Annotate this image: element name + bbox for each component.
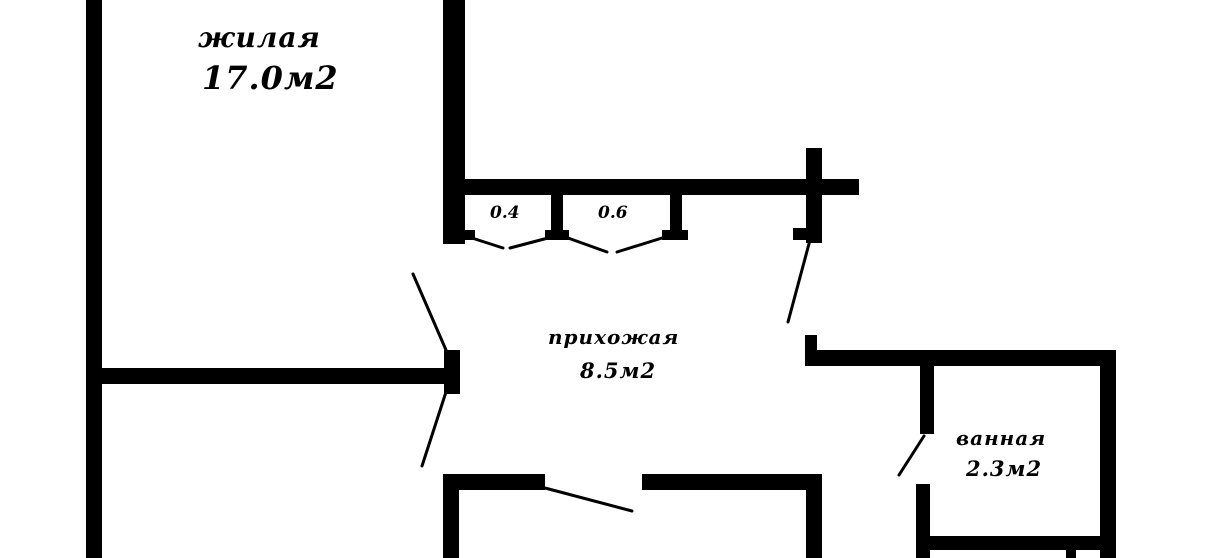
door-closet-1a: [470, 236, 505, 250]
wall-post-right: [806, 148, 822, 243]
door-right-post: [786, 238, 812, 324]
wall-bath-bottom: [916, 536, 1116, 550]
wall-living-bottom: [86, 368, 450, 384]
closet-divider-2: [670, 195, 682, 240]
closet-divider-2-foot: [662, 230, 688, 240]
closet-divider: [551, 195, 563, 240]
bathroom-name: ванная: [956, 426, 1047, 450]
wall-bath-right: [1100, 350, 1116, 558]
wall-left-outer: [86, 0, 102, 558]
closet-1-area: 0.4: [490, 203, 520, 223]
hallway-area: 8.5м2: [580, 358, 657, 383]
door-closet-1b: [508, 236, 550, 250]
door-closet-2a: [566, 236, 609, 254]
wall-bottom-left-side: [443, 474, 459, 558]
wall-closets-top: [443, 179, 859, 195]
door-closet-2b: [615, 236, 664, 254]
hallway-name: прихожая: [548, 325, 680, 349]
wall-bottom-left-top: [443, 474, 545, 490]
wall-bottom-right-side: [806, 474, 822, 558]
wall-bath-left-upper: [920, 366, 934, 434]
closet-jamb-1: [463, 230, 475, 240]
door-living-lower: [420, 390, 448, 468]
bathroom-area: 2.3м2: [966, 456, 1043, 481]
wall-living-right: [443, 0, 465, 244]
door-bathroom: [897, 434, 926, 477]
closet-2-area: 0.6: [598, 203, 628, 223]
door-living-upper: [411, 272, 448, 352]
walls: [86, 0, 1116, 558]
living-room-area: 17.0м2: [202, 59, 339, 97]
wall-post-right-foot: [793, 228, 813, 240]
wall-bottom-right-top: [642, 474, 822, 490]
door-swings: [411, 236, 926, 513]
closet-divider-foot: [545, 230, 569, 240]
wall-bath-bottom-post: [1066, 548, 1076, 558]
living-room-name: жилая: [198, 21, 321, 54]
wall-jamb-left: [444, 350, 460, 394]
wall-bath-top: [805, 350, 1115, 366]
door-bottom: [543, 486, 634, 513]
